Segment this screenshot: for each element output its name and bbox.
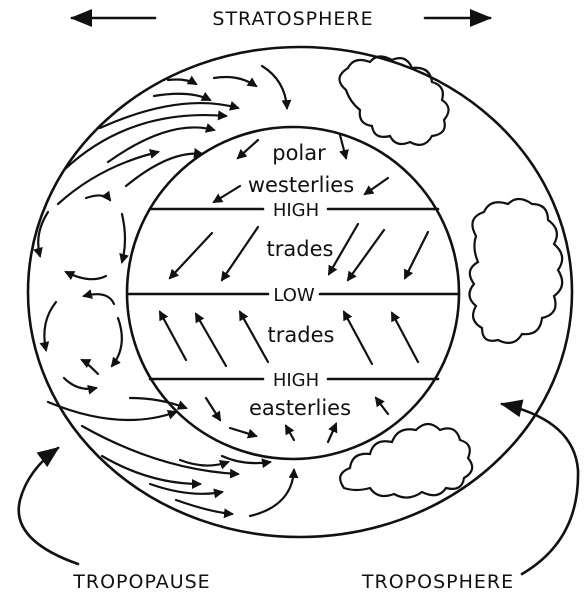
arrow-icon bbox=[206, 398, 220, 420]
arrow-icon bbox=[348, 230, 384, 280]
arrow-icon bbox=[328, 424, 336, 442]
arrow-icon bbox=[66, 272, 106, 279]
westerlies-label: westerlies bbox=[248, 173, 354, 197]
cloud-icon bbox=[339, 56, 448, 144]
arrow-icon bbox=[86, 195, 110, 200]
arrow-icon bbox=[392, 313, 418, 362]
arrow-icon bbox=[344, 312, 372, 364]
arrow-icon bbox=[340, 135, 346, 158]
arrow-icon bbox=[102, 456, 200, 484]
arrow-icon bbox=[222, 227, 258, 280]
arrow-icon bbox=[82, 360, 98, 374]
high-top-label: HIGH bbox=[273, 200, 319, 221]
arrow-icon bbox=[240, 312, 268, 362]
trades-top-label: trades bbox=[267, 237, 334, 261]
arrow-icon bbox=[44, 302, 56, 350]
arrow-icon bbox=[196, 314, 226, 366]
arrow-icon bbox=[154, 94, 210, 100]
arrow-icon bbox=[64, 115, 226, 170]
cloud-icon bbox=[469, 199, 562, 343]
arrow-icon bbox=[130, 398, 186, 408]
circulation-arrows bbox=[38, 66, 294, 516]
arrow-icon bbox=[250, 470, 294, 516]
arrow-icon bbox=[64, 378, 96, 389]
high-bottom-label: HIGH bbox=[273, 370, 319, 391]
arrow-icon bbox=[365, 178, 388, 194]
stratosphere-label: STRATOSPHERE bbox=[212, 8, 373, 30]
arrow-icon bbox=[176, 500, 232, 514]
arrow-icon bbox=[376, 398, 388, 414]
trades-bottom-label: trades bbox=[268, 323, 335, 347]
low-label: LOW bbox=[273, 285, 315, 306]
tropopause-label: TROPOPAUSE bbox=[72, 571, 210, 593]
tropopause-pointer-arrow bbox=[19, 448, 78, 564]
arrow-icon bbox=[112, 318, 122, 366]
arrow-icon bbox=[168, 80, 196, 85]
arrow-icon bbox=[230, 428, 256, 436]
easterlies-label: easterlies bbox=[249, 396, 351, 420]
arrow-icon bbox=[58, 152, 158, 204]
arrow-icon bbox=[150, 484, 222, 494]
arrow-icon bbox=[122, 214, 125, 262]
arrow-icon bbox=[405, 232, 428, 278]
arrow-icon bbox=[82, 426, 238, 474]
arrow-icon bbox=[214, 186, 240, 202]
stratosphere-label-group: STRATOSPHERE bbox=[72, 8, 490, 30]
troposphere-pointer-arrow bbox=[502, 404, 578, 574]
arrow-icon bbox=[170, 233, 212, 278]
arrow-icon bbox=[214, 77, 256, 86]
arrow-icon bbox=[180, 460, 228, 466]
arrow-icon bbox=[84, 294, 114, 304]
cloud-icon bbox=[340, 424, 472, 498]
arrow-icon bbox=[286, 426, 294, 440]
polar-label: polar bbox=[272, 141, 326, 165]
arrow-icon bbox=[160, 312, 186, 360]
troposphere-label: TROPOSPHERE bbox=[361, 571, 514, 593]
arrow-icon bbox=[238, 140, 258, 158]
arrow-icon bbox=[262, 66, 287, 108]
